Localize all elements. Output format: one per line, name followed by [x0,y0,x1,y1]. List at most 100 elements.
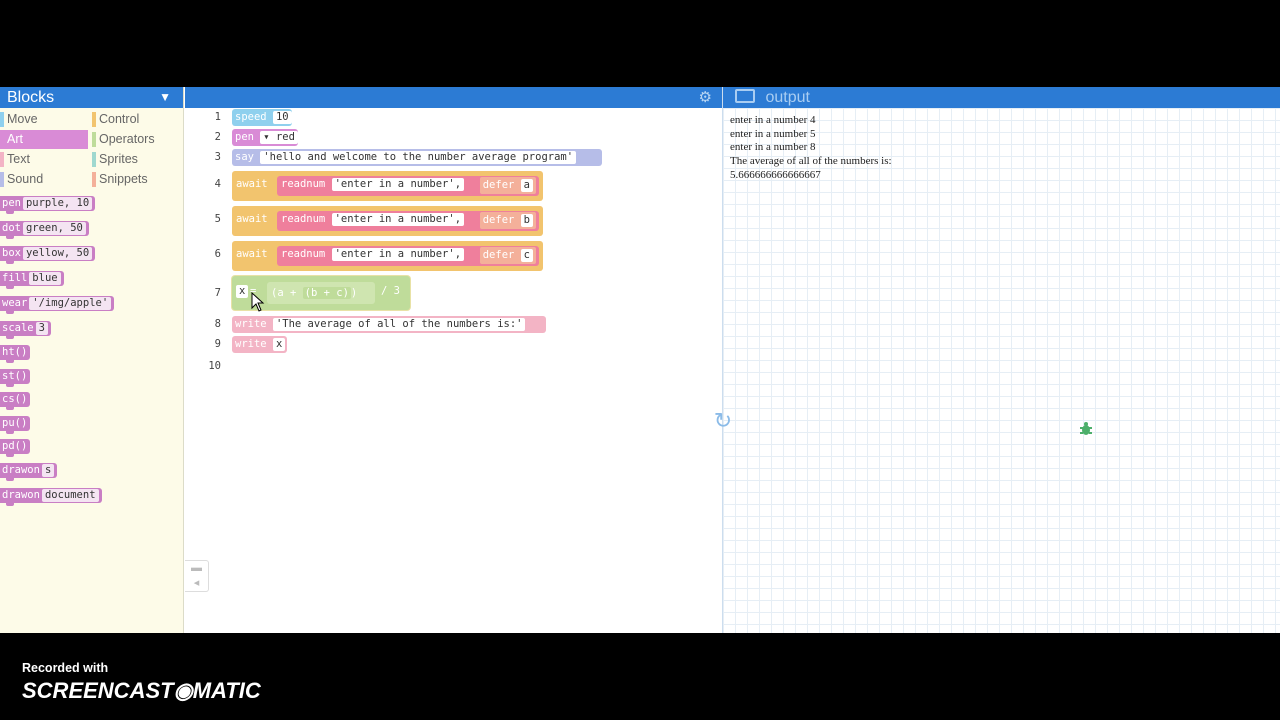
block-arg[interactable]: 'enter in a number', [331,248,465,261]
block-arg[interactable]: 'The average of all of the numbers is:' [272,318,526,331]
block-arg: blue [29,272,61,285]
category-snippets[interactable]: Snippets [92,170,184,189]
line-number: 9 [214,338,221,350]
divide-operator: / 3 [381,285,400,297]
block-command: pen [2,197,21,209]
block-assignment[interactable]: x = (a + (b + c)) / 3 [232,276,410,310]
block-arg[interactable]: 'hello and welcome to the number average… [260,151,577,164]
block-readnum[interactable]: readnum 'enter in a number', defer a [277,176,539,196]
category-label: Text [7,152,30,166]
block-inner-sum[interactable]: (b + c) [302,287,351,299]
variable-name[interactable]: b [520,214,533,227]
recording-watermark: Recorded with SCREENCAST◉MATIC [22,660,261,704]
gear-icon[interactable]: ⚙ [698,89,712,106]
toggle-palette-button[interactable]: ▬ ◂ [185,560,209,592]
block-keyword: await [236,178,268,190]
block-readnum[interactable]: readnum 'enter in a number', defer b [277,211,539,231]
block-await-c[interactable]: await readnum 'enter in a number', defer… [232,241,543,271]
category-label: Control [99,112,140,126]
app-window: Blocks ▼ Move Control Art Operators Text… [0,87,1280,633]
category-label: Operators [99,132,155,146]
code-editor[interactable]: ⚙ 1 2 3 4 5 6 7 8 9 10 speed 10 pen ▾ re… [185,87,722,633]
palette-block-cs[interactable]: cs() [0,392,31,410]
category-text[interactable]: Text [0,150,88,169]
block-arg[interactable]: x [272,338,286,351]
output-line: enter in a number 5 [730,127,816,140]
palette-block-wear[interactable]: wear'/img/apple' [0,296,115,314]
plus-operator: + [289,287,297,299]
line-number: 6 [214,248,221,260]
category-art[interactable]: Art [0,130,88,149]
color-dropdown[interactable]: ▾ red [260,131,298,144]
block-command: box [2,247,21,259]
screen-icon[interactable] [735,89,755,103]
block-keyword: speed [235,111,267,123]
block-write-x[interactable]: write x [232,336,287,353]
chevron-left-icon: ◂ [193,577,200,589]
palette-block-pu[interactable]: pu() [0,416,31,434]
block-command: drawon [2,489,40,501]
block-await-a[interactable]: await readnum 'enter in a number', defer… [232,171,543,201]
block-sum-expression[interactable]: (a + (b + c)) [267,282,375,304]
block-command: pu() [2,417,28,429]
block-arg[interactable]: 'enter in a number', [331,178,465,191]
variable-name[interactable]: a [520,179,533,192]
palette-block-ht[interactable]: ht() [0,345,31,363]
reload-icon[interactable]: ↻ [713,408,733,433]
block-arg: '/img/apple' [29,297,112,310]
output-title: output [765,89,810,106]
collapse-triangle-icon[interactable]: ▼ [159,90,171,104]
line-number: 5 [214,213,221,225]
palette-block-st[interactable]: st() [0,369,31,387]
line-number: 8 [214,318,221,330]
category-sound[interactable]: Sound [0,170,88,189]
block-arg[interactable]: 10 [272,111,292,124]
block-keyword: say [235,151,254,163]
block-arg: green, 50 [22,222,86,235]
block-arg: purple, 10 [22,197,93,210]
output-line: enter in a number 8 [730,141,816,154]
category-sprites[interactable]: Sprites [92,150,184,169]
block-arg[interactable]: 'enter in a number', [331,213,465,226]
line-number: 4 [214,178,221,190]
variable-name[interactable]: x [236,285,249,298]
palette-header[interactable]: Blocks ▼ [0,87,183,108]
category-move[interactable]: Move [0,110,88,129]
line-number-gutter: 1 2 3 4 5 6 7 8 9 10 [185,108,231,633]
defer-keyword: defer [482,179,515,191]
defer-keyword: defer [482,214,515,226]
output-log: enter in a number 4 enter in a number 5 … [730,114,892,183]
output-panel[interactable]: output enter in a number 4 enter in a nu… [714,87,1280,633]
editor-toolbar: ⚙ [185,87,722,108]
block-say[interactable]: say 'hello and welcome to the number ave… [232,149,602,166]
output-header: output [723,87,1280,108]
line-number: 10 [208,360,221,372]
palette-block-pd[interactable]: pd() [0,439,31,457]
function-name: readnum [281,213,326,225]
block-command: scale [2,322,34,334]
block-pen[interactable]: pen ▾ red [232,129,298,146]
block-await-b[interactable]: await readnum 'enter in a number', defer… [232,206,543,236]
category-label: Sound [7,172,44,186]
block-write-text[interactable]: write 'The average of all of the numbers… [232,316,546,333]
line-number: 2 [214,131,221,143]
category-label: Move [7,112,38,126]
category-operators[interactable]: Operators [92,130,184,149]
category-list: Move Control Art Operators Text Sprites … [0,108,183,188]
block-keyword: await [236,213,268,225]
block-readnum[interactable]: readnum 'enter in a number', defer c [277,246,539,266]
screencast-logo: SCREENCAST◉MATIC [22,678,261,703]
block-keyword: write [235,338,267,350]
variable-name[interactable]: c [520,249,533,262]
block-speed[interactable]: speed 10 [232,109,292,126]
operand: (a [271,287,284,299]
output-line: The average of all of the numbers is: [730,155,892,168]
category-control[interactable]: Control [92,110,184,129]
